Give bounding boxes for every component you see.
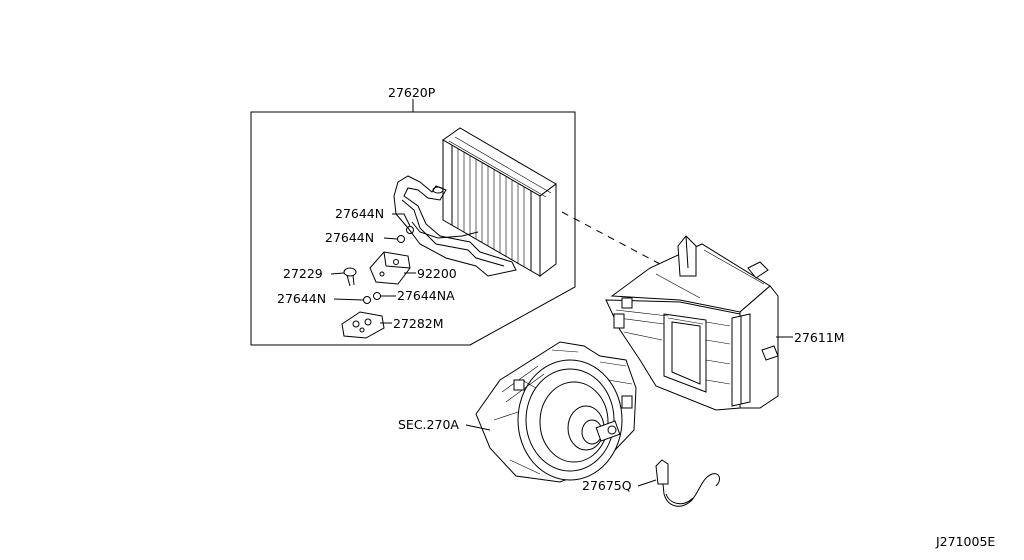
evaporator-pipes bbox=[393, 175, 517, 277]
seal-gasket[interactable] bbox=[341, 311, 385, 339]
expansion-valve[interactable] bbox=[369, 251, 411, 285]
leader-SEC270A bbox=[465, 424, 491, 431]
label-27644NA[interactable]: 27644NA bbox=[397, 288, 455, 303]
blower-unit[interactable] bbox=[475, 341, 637, 483]
label-27611M[interactable]: 27611M bbox=[794, 330, 845, 345]
label-27229[interactable]: 27229 bbox=[283, 266, 323, 281]
label-27620P[interactable]: 27620P bbox=[388, 85, 436, 100]
kit-outline bbox=[250, 111, 576, 346]
label-27644N-2[interactable]: 27644N bbox=[325, 230, 374, 245]
o-rings[interactable] bbox=[363, 226, 414, 304]
assembly-dashed-line bbox=[561, 211, 661, 265]
label-27644N-1[interactable]: 27644N bbox=[335, 206, 384, 221]
bolt[interactable] bbox=[343, 267, 357, 287]
leader-27675Q bbox=[637, 479, 657, 487]
label-SEC270A[interactable]: SEC.270A bbox=[398, 417, 459, 432]
evaporator-kit-callouts: 27644N 27644N 27229 92200 27644N 27644NA… bbox=[277, 206, 457, 331]
diagram-code: J271005E bbox=[935, 534, 995, 549]
evaporator-kit-group: 27620P bbox=[250, 85, 576, 346]
harness-wire[interactable] bbox=[655, 459, 720, 507]
label-27282M[interactable]: 27282M bbox=[393, 316, 444, 331]
evaporator-core[interactable] bbox=[442, 127, 557, 277]
label-92200[interactable]: 92200 bbox=[417, 266, 457, 281]
label-27675Q[interactable]: 27675Q bbox=[582, 478, 632, 493]
label-27644N-3[interactable]: 27644N bbox=[277, 291, 326, 306]
heater-unit[interactable] bbox=[605, 235, 779, 411]
